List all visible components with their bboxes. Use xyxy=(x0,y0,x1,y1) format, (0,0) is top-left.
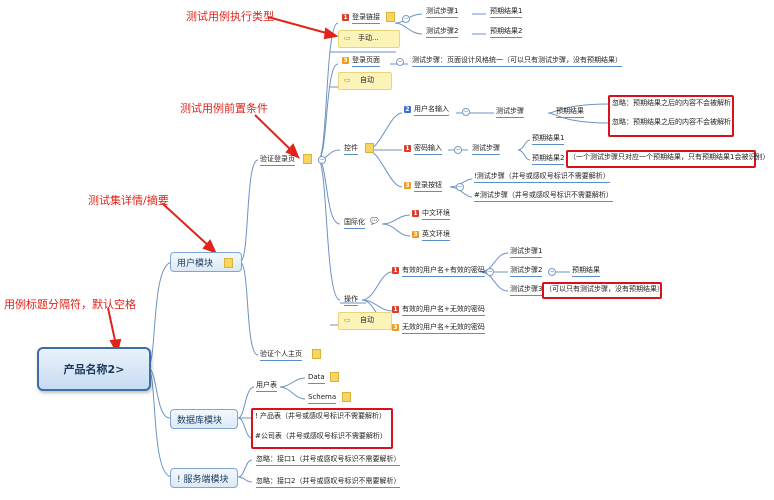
execution-auto-op-label: 自动 xyxy=(360,316,374,324)
execution-auto-label: 自动 xyxy=(360,76,374,84)
node-data[interactable]: Data xyxy=(308,373,325,384)
node-login-page-step[interactable]: 测试步骤：页面设计风格统一（可以只有测试步骤，没有预期结果） xyxy=(412,56,622,67)
node-api-2[interactable]: 忽略：接口2（井号或感叹号标识不需要解析） xyxy=(256,477,401,488)
root-node[interactable]: 产品名称2> xyxy=(37,347,151,391)
node-password-step[interactable]: 测试步骤 xyxy=(472,144,500,155)
priority-3-icon: 3 xyxy=(342,57,349,64)
manual-flag-icon: ▭ xyxy=(344,34,351,42)
node-control[interactable]: 控件 xyxy=(344,144,358,155)
node-operation[interactable]: 操作 xyxy=(344,295,358,306)
node-password-input[interactable]: 密码输入 xyxy=(414,144,442,155)
node-result-2[interactable]: 预期结果2 xyxy=(490,27,523,38)
node-op-step-2[interactable]: 测试步骤2 xyxy=(510,266,543,277)
collapse-icon[interactable]: − xyxy=(318,156,326,164)
auto-flag-icon: ▭ xyxy=(344,316,351,324)
highlight-table-box xyxy=(251,408,393,449)
node-en-env[interactable]: 英文环境 xyxy=(422,230,450,241)
collapse-icon[interactable]: − xyxy=(548,268,556,276)
node-op-step-1[interactable]: 测试步骤1 xyxy=(510,247,543,258)
collapse-icon[interactable]: − xyxy=(454,146,462,154)
execution-manual-label: 手动... xyxy=(358,34,379,42)
auto-flag-icon: ▭ xyxy=(344,76,351,84)
node-zh-env[interactable]: 中文环境 xyxy=(422,209,450,220)
note-icon xyxy=(303,154,312,164)
priority-1-icon: 1 xyxy=(392,267,399,274)
note-icon xyxy=(386,12,395,22)
note-icon xyxy=(224,258,233,268)
node-i18n[interactable]: 国际化 xyxy=(344,218,365,229)
node-step-1[interactable]: 测试步骤1 xyxy=(426,7,459,18)
note-icon xyxy=(365,143,374,153)
node-username-step[interactable]: 测试步骤 xyxy=(496,107,524,118)
execution-type-auto[interactable] xyxy=(338,72,392,90)
node-invalid-invalid[interactable]: 无效的用户名+无效的密码 xyxy=(402,323,485,334)
annotation-precondition: 测试用例前置条件 xyxy=(180,102,268,115)
annotation-title-separator: 用例标题分隔符，默认空格 xyxy=(4,298,136,311)
collapse-icon[interactable]: − xyxy=(486,268,494,276)
comment-icon: 💬 xyxy=(370,217,379,225)
node-one-to-one-note[interactable]: （一个测试步骤只对应一个预期结果，只有预期结果1会被识别） xyxy=(569,153,770,161)
annotation-suite-summary: 测试集详情/摘要 xyxy=(88,194,169,207)
module-database-label: 数据库模块 xyxy=(177,415,223,426)
note-icon xyxy=(312,349,321,359)
node-step-hash[interactable]: #测试步骤（井号或感叹号标识不需要解析） xyxy=(474,191,613,202)
node-valid-invalid[interactable]: 有效的用户名+无效的密码 xyxy=(402,305,485,316)
node-verify-home-page[interactable]: 验证个人主页 xyxy=(260,350,302,361)
priority-3-icon: 3 xyxy=(412,231,419,238)
module-service-label: ! 服务端模块 xyxy=(177,474,229,485)
node-login-link[interactable]: 登录链接 xyxy=(352,13,380,24)
node-expected-2[interactable]: 预期结果2 xyxy=(532,154,565,165)
highlight-ignore-box xyxy=(608,95,734,137)
node-step-2[interactable]: 测试步骤2 xyxy=(426,27,459,38)
node-valid-valid[interactable]: 有效的用户名+有效的密码 xyxy=(402,266,485,277)
node-user-table[interactable]: 用户表 xyxy=(256,381,277,392)
node-company-table[interactable]: #公司表（井号或感叹号标识不需要解析） xyxy=(255,432,387,440)
execution-type-manual[interactable] xyxy=(338,30,400,48)
priority-1-icon: 1 xyxy=(342,14,349,21)
collapse-icon[interactable]: − xyxy=(456,183,464,191)
module-user-label: 用户模块 xyxy=(177,258,214,269)
node-op-step-3[interactable]: 测试步骤3 xyxy=(510,285,543,296)
node-expected-1[interactable]: 预期结果1 xyxy=(532,134,565,145)
note-icon xyxy=(330,372,339,382)
node-op-result[interactable]: 预期结果 xyxy=(572,266,600,277)
node-login-button[interactable]: 登录按钮 xyxy=(414,181,442,192)
note-icon xyxy=(342,392,351,402)
node-login-page[interactable]: 登录页面 xyxy=(352,56,380,67)
module-database[interactable]: 数据库模块 xyxy=(170,409,238,429)
module-service[interactable]: ! 服务端模块 xyxy=(170,468,238,488)
node-username-expected[interactable]: 预期结果 xyxy=(556,107,584,118)
priority-3-icon: 3 xyxy=(404,182,411,189)
node-schema[interactable]: Schema xyxy=(308,393,337,404)
collapse-icon[interactable]: − xyxy=(402,15,410,23)
execution-type-auto-op[interactable] xyxy=(338,312,392,330)
annotation-execution-type: 测试用例执行类型 xyxy=(186,10,274,23)
node-api-1[interactable]: 忽略：接口1（井号或感叹号标识不需要解析） xyxy=(256,455,401,466)
priority-1-icon: 1 xyxy=(392,306,399,313)
priority-1-icon: 1 xyxy=(404,145,411,152)
node-verify-login-page[interactable]: 验证登录页 xyxy=(260,155,295,166)
collapse-icon[interactable]: − xyxy=(462,108,470,116)
highlight-one-to-one-box xyxy=(566,150,756,168)
priority-1-icon: 1 xyxy=(412,210,419,217)
collapse-icon[interactable]: − xyxy=(396,58,404,66)
node-username-input[interactable]: 用户名输入 xyxy=(414,105,449,116)
priority-3-icon: 3 xyxy=(392,324,399,331)
node-step-bang[interactable]: !测试步骤（井号或感叹号标识不需要解析） xyxy=(474,172,610,183)
node-product-table[interactable]: ! 产品表（井号或感叹号标识不需要解析） xyxy=(255,412,387,420)
priority-2-icon: 2 xyxy=(404,106,411,113)
node-result-1[interactable]: 预期结果1 xyxy=(490,7,523,18)
highlight-step-only-box xyxy=(542,282,662,299)
node-ignore-1[interactable]: 忽略：预期结果之后的内容不会被解析 xyxy=(612,99,731,107)
node-step3-only-note[interactable]: （可以只有测试步骤，没有预期结果） xyxy=(545,285,664,293)
node-ignore-2[interactable]: 忽略：预期结果之后的内容不会被解析 xyxy=(612,118,731,126)
